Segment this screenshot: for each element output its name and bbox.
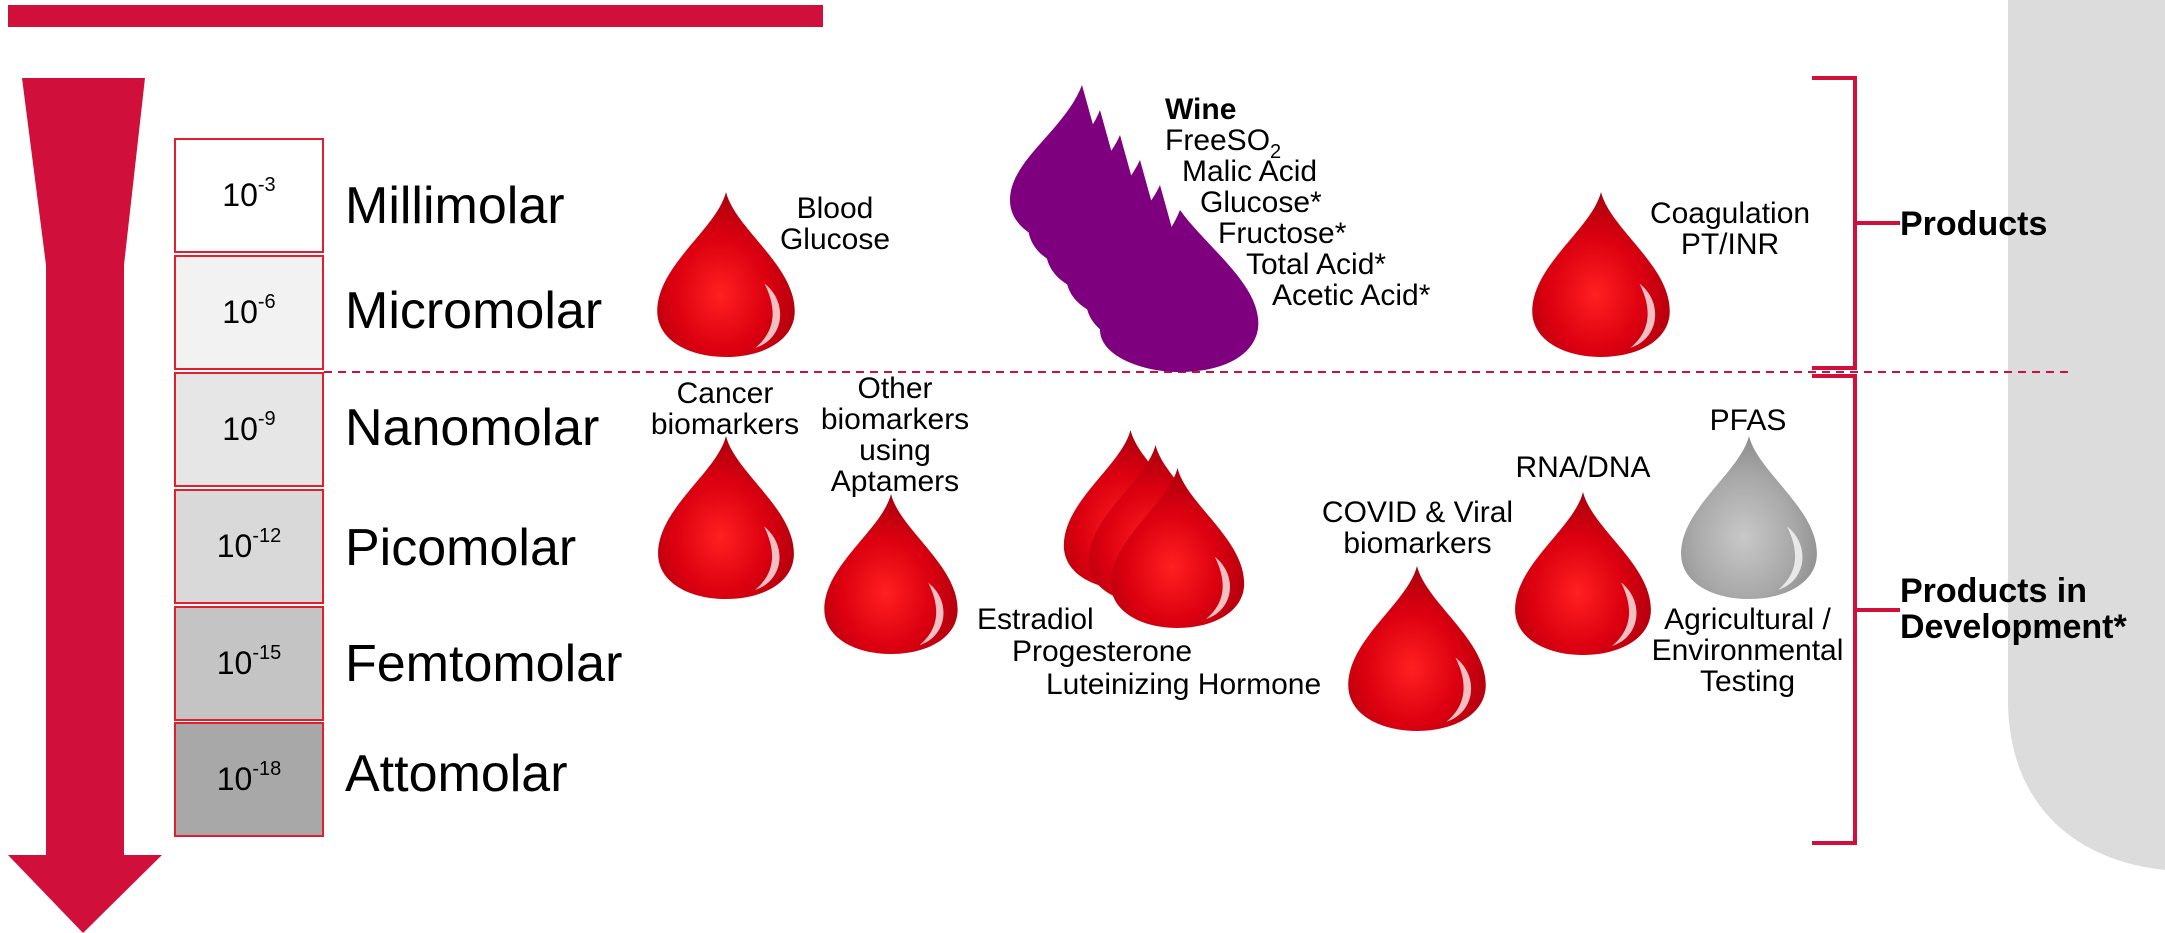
scale-base: 10	[217, 761, 253, 798]
covid-label: COVID & Viral biomarkers	[1305, 497, 1530, 559]
hormone-progesterone: Progesterone	[1012, 636, 1192, 667]
blood-glucose-label: Blood Glucose	[770, 193, 900, 255]
scale-cell-nanomolar: 10-9	[174, 372, 324, 487]
wine-item-fructose: Fructose*	[1218, 218, 1346, 249]
wine-title: Wine	[1165, 94, 1236, 125]
scale-exponent: -6	[258, 291, 276, 314]
scale-label-millimolar: Millimolar	[345, 180, 565, 232]
scale-label-attomolar: Attomolar	[345, 748, 568, 800]
scale-exponent: -12	[252, 525, 281, 548]
side-panel	[2008, 0, 2165, 870]
scale-base: 10	[217, 645, 253, 682]
aptamers-label: Other biomarkers using Aptamers	[810, 373, 980, 497]
scale-cell-millimolar: 10-3	[174, 138, 324, 253]
scale-base: 10	[222, 411, 258, 448]
scale-cell-femtomolar: 10-15	[174, 606, 324, 721]
scale-exponent: -9	[258, 408, 276, 431]
scale-cell-picomolar: 10-12	[174, 489, 324, 604]
wine-item-acetic-acid: Acetic Acid*	[1272, 280, 1430, 311]
sensitivity-arrow	[8, 78, 162, 933]
scale-label-micromolar: Micromolar	[345, 285, 602, 337]
scale-base: 10	[217, 528, 253, 565]
wine-item-glucose: Glucose*	[1200, 187, 1322, 218]
scale-base: 10	[222, 294, 258, 331]
scale-exponent: -18	[252, 758, 281, 781]
aptamers-drop	[824, 494, 957, 654]
header-bar	[8, 5, 823, 27]
wine-item-malic-acid: Malic Acid	[1182, 156, 1317, 187]
coagulation-label: Coagulation PT/INR	[1630, 198, 1830, 260]
cancer-drop	[658, 436, 794, 599]
scale-label-femtomolar: Femtomolar	[345, 638, 622, 690]
covid-drop	[1348, 566, 1486, 731]
cancer-biomarkers-label: Cancer biomarkers	[640, 378, 810, 440]
rna-dna-drop	[1515, 492, 1651, 655]
scale-cell-attomolar: 10-18	[174, 722, 324, 837]
development-category-label: Products in Development*	[1900, 573, 2127, 645]
scale-exponent: -3	[258, 174, 276, 197]
agricultural-label: Agricultural / Environmental Testing	[1640, 604, 1855, 697]
pfas-drop	[1681, 436, 1817, 599]
pfas-label: PFAS	[1683, 405, 1813, 436]
wine-item-total-acid: Total Acid*	[1246, 249, 1386, 280]
hormone-estradiol: Estradiol	[977, 604, 1094, 635]
scale-cell-micromolar: 10-6	[174, 255, 324, 370]
scale-label-nanomolar: Nanomolar	[345, 402, 599, 454]
hormone-luteinizing: Luteinizing Hormone	[1046, 669, 1321, 700]
scale-exponent: -15	[252, 642, 281, 665]
rna-dna-label: RNA/DNA	[1503, 452, 1663, 483]
scale-label-picomolar: Picomolar	[345, 522, 576, 574]
products-category-label: Products	[1900, 206, 2047, 242]
scale-base: 10	[222, 177, 258, 214]
